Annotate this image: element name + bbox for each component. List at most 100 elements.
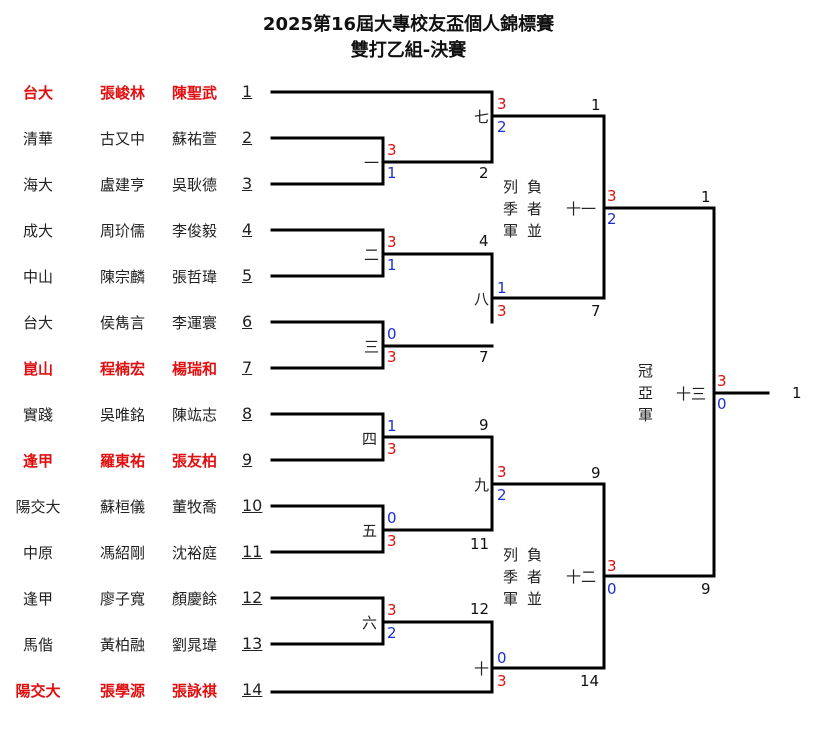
final-char: 冠 bbox=[638, 362, 654, 380]
match-label: 十二 bbox=[566, 568, 597, 586]
score-bottom: 1 bbox=[387, 256, 397, 274]
team-player-2: 張詠祺 bbox=[172, 682, 218, 700]
team-school: 台大 bbox=[22, 84, 53, 102]
team-player-1: 侯雋言 bbox=[100, 314, 146, 332]
team-player-2: 顏慶餘 bbox=[172, 590, 218, 608]
score-bottom: 0 bbox=[607, 580, 617, 598]
team-player-2: 劉晁瑋 bbox=[172, 636, 218, 654]
match-label: 十三 bbox=[676, 385, 707, 403]
team-school: 逢甲 bbox=[22, 452, 53, 470]
score-bottom: 3 bbox=[387, 440, 397, 458]
team-seed: 4 bbox=[242, 220, 253, 239]
team-seed: 1 bbox=[242, 82, 253, 101]
team-player-2: 張哲瑋 bbox=[172, 268, 218, 286]
team-seed: 9 bbox=[242, 450, 253, 469]
team-seed: 8 bbox=[242, 404, 253, 423]
team-school: 海大 bbox=[22, 176, 53, 194]
note-char: 負 bbox=[527, 546, 543, 564]
team-school: 陽交大 bbox=[15, 682, 61, 700]
team-seed: 3 bbox=[242, 174, 253, 193]
match-label: 二 bbox=[364, 246, 380, 264]
match-winner-seed: 1 bbox=[701, 188, 711, 206]
team-player-1: 蘇桓儀 bbox=[100, 498, 146, 516]
team-player-1: 盧建亨 bbox=[100, 176, 146, 194]
team-player-2: 李俊毅 bbox=[172, 222, 218, 240]
team-player-1: 程楠宏 bbox=[100, 360, 146, 378]
note-char: 軍 bbox=[503, 590, 519, 608]
score-bottom: 1 bbox=[387, 164, 397, 182]
score-top: 3 bbox=[387, 233, 397, 251]
match-winner-seed: 9 bbox=[591, 464, 601, 482]
team-school: 實踐 bbox=[22, 406, 53, 424]
team-school: 逢甲 bbox=[22, 590, 53, 608]
match-winner-seed: 7 bbox=[591, 302, 601, 320]
match-label: 六 bbox=[362, 614, 378, 632]
score-bottom: 0 bbox=[717, 395, 727, 413]
team-seed: 10 bbox=[242, 496, 263, 515]
team-player-1: 陳宗麟 bbox=[100, 268, 146, 286]
match-winner-seed: 1 bbox=[591, 96, 601, 114]
score-top: 3 bbox=[387, 141, 397, 159]
match-label: 七 bbox=[474, 108, 490, 126]
score-bottom: 2 bbox=[497, 118, 507, 136]
match-winner-seed: 1 bbox=[792, 384, 802, 402]
note-char: 軍 bbox=[503, 222, 519, 240]
match-winner-seed: 11 bbox=[470, 535, 490, 553]
page-subtitle: 雙打乙組-決賽 bbox=[350, 40, 467, 61]
score-bottom: 3 bbox=[387, 348, 397, 366]
team-seed: 6 bbox=[242, 312, 253, 331]
match-winner-seed: 9 bbox=[701, 580, 711, 598]
match-label: 九 bbox=[474, 476, 490, 494]
note-char: 列 bbox=[503, 546, 519, 564]
match-winner-seed: 7 bbox=[479, 348, 489, 366]
team-school: 中山 bbox=[22, 268, 53, 286]
score-top: 3 bbox=[607, 187, 617, 205]
match-label: 十 bbox=[474, 660, 490, 678]
match-label: 四 bbox=[362, 430, 378, 448]
score-top: 3 bbox=[497, 95, 507, 113]
team-school: 崑山 bbox=[22, 360, 53, 378]
team-player-2: 蘇祐萱 bbox=[172, 130, 218, 148]
team-player-1: 吳唯銘 bbox=[100, 406, 146, 424]
score-top: 0 bbox=[387, 325, 397, 343]
score-top: 3 bbox=[607, 557, 617, 575]
team-school: 馬偕 bbox=[22, 636, 53, 654]
score-bottom: 3 bbox=[497, 302, 507, 320]
match-winner-seed: 2 bbox=[479, 164, 489, 182]
score-top: 3 bbox=[387, 601, 397, 619]
score-top: 0 bbox=[497, 649, 507, 667]
score-bottom: 2 bbox=[387, 624, 397, 642]
score-bottom: 3 bbox=[387, 532, 397, 550]
match-label: 十一 bbox=[566, 200, 597, 218]
team-player-2: 吳耿德 bbox=[172, 176, 218, 194]
match-label: 三 bbox=[364, 338, 380, 356]
team-school: 清華 bbox=[22, 130, 53, 148]
team-player-1: 羅東祐 bbox=[100, 452, 146, 470]
team-player-1: 黃柏融 bbox=[100, 636, 146, 654]
team-player-1: 古又中 bbox=[100, 130, 146, 148]
team-player-2: 李運寰 bbox=[172, 314, 218, 332]
team-player-2: 楊瑞和 bbox=[172, 360, 218, 378]
score-top: 0 bbox=[387, 509, 397, 527]
team-player-1: 廖子寬 bbox=[100, 590, 146, 608]
team-school: 陽交大 bbox=[15, 498, 61, 516]
note-char: 並 bbox=[527, 590, 543, 608]
final-char: 軍 bbox=[638, 406, 654, 424]
team-player-1: 張峻林 bbox=[100, 84, 146, 102]
match-winner-seed: 4 bbox=[479, 232, 489, 250]
score-top: 1 bbox=[387, 417, 397, 435]
team-seed: 7 bbox=[242, 358, 253, 377]
team-school: 中原 bbox=[22, 544, 53, 562]
team-player-1: 馮紹剛 bbox=[100, 544, 146, 562]
team-player-1: 周玠儒 bbox=[100, 222, 146, 240]
score-bottom: 2 bbox=[607, 210, 617, 228]
match-label: 五 bbox=[362, 522, 378, 540]
score-bottom: 3 bbox=[497, 672, 507, 690]
team-player-2: 沈裕庭 bbox=[172, 544, 218, 562]
team-player-2: 張友柏 bbox=[172, 452, 218, 470]
team-player-2: 陳聖武 bbox=[172, 84, 218, 102]
note-char: 並 bbox=[527, 222, 543, 240]
note-char: 列 bbox=[503, 178, 519, 196]
team-player-1: 張學源 bbox=[100, 682, 146, 700]
